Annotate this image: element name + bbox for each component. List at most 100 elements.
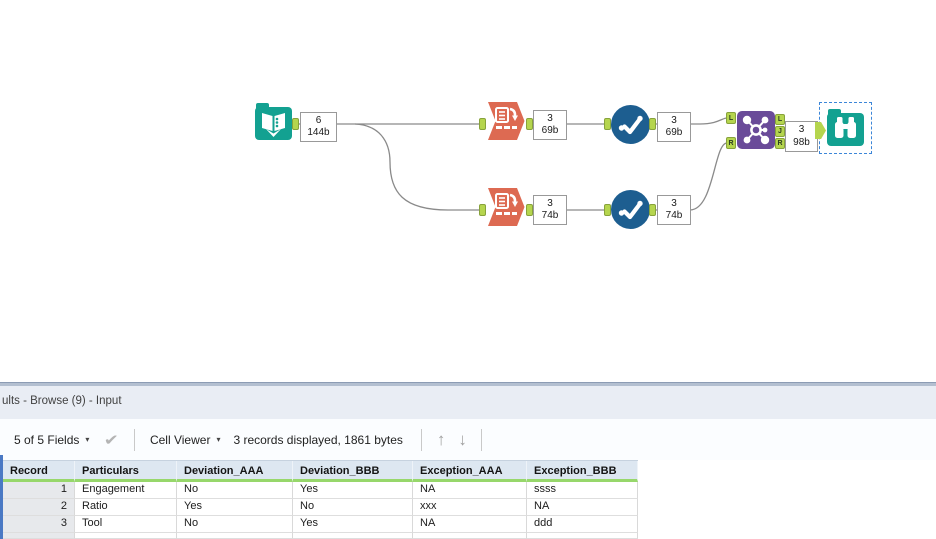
annotation-count: 3	[547, 197, 553, 209]
toolbar-divider	[133, 428, 135, 451]
annotation-bytes: 69b	[541, 125, 559, 136]
table-cell	[413, 533, 527, 539]
select-records-icon	[488, 102, 525, 140]
table-row: 3 Tool No Yes NA ddd	[3, 516, 638, 533]
row-number-cell[interactable]: 1	[3, 482, 75, 499]
table-row: 1 Engagement No Yes NA ssss	[3, 482, 638, 499]
join-output-anchor-L[interactable]: L	[775, 114, 785, 125]
table-cell[interactable]: Yes	[293, 482, 413, 499]
annotation-count: 3	[671, 114, 677, 126]
annotation-count: 3	[798, 124, 805, 135]
browse-tool[interactable]	[827, 109, 864, 146]
annotation-input[interactable]: 6 144b	[300, 112, 337, 142]
workflow-canvas[interactable]: 6 144b 3 69b	[0, 0, 936, 382]
annotation-unique-top[interactable]: 3 69b	[657, 112, 691, 142]
table-cell[interactable]: NA	[413, 482, 527, 499]
table-cell	[293, 533, 413, 539]
row-number-cell[interactable]: 2	[3, 499, 75, 516]
table-cell[interactable]: ssss	[527, 482, 638, 499]
annotation-count: 3	[547, 112, 553, 124]
results-panel-header: ults - Browse (9) - Input	[0, 386, 936, 419]
join-output-anchor-J[interactable]: J	[775, 126, 785, 137]
join-left-anchor-L[interactable]: L	[726, 112, 736, 124]
results-toolbar: 5 of 5 Fields ▾ ✔ Cell Viewer ▾ 3 record…	[0, 419, 936, 460]
table-cell[interactable]: No	[177, 516, 293, 533]
row-number-cell[interactable]: 3	[3, 516, 75, 533]
binoculars-icon	[827, 109, 864, 146]
annotation-count: 3	[671, 197, 677, 209]
table-row: 2 Ratio Yes No xxx NA	[3, 499, 638, 516]
input-data-tool[interactable]	[255, 103, 292, 140]
column-header-exception-aaa[interactable]: Exception_AAA	[413, 461, 527, 482]
table-cell[interactable]: Yes	[177, 499, 293, 516]
table-cell[interactable]: Tool	[75, 516, 177, 533]
toolbar-divider	[420, 428, 422, 451]
connection-unique-top-to-join-L[interactable]	[656, 117, 728, 125]
select-records-tool-top[interactable]	[487, 101, 525, 141]
table-cell	[75, 533, 177, 539]
annotation-bytes: 74b	[541, 210, 559, 221]
select-records-icon	[488, 188, 525, 226]
apply-checkmark-icon[interactable]: ✔	[104, 431, 120, 449]
fields-dropdown[interactable]: 5 of 5 Fields ▾	[14, 433, 89, 447]
unique-tool-bottom[interactable]	[611, 190, 650, 229]
toolbar-divider	[480, 428, 482, 451]
table-cell	[527, 533, 638, 539]
join-network-icon	[737, 111, 775, 149]
checkmark-dots-icon	[611, 190, 650, 229]
join-left-anchor-R[interactable]: R	[726, 137, 736, 149]
column-header-deviation-aaa[interactable]: Deviation_AAA	[177, 461, 293, 482]
column-header-deviation-bbb[interactable]: Deviation_BBB	[293, 461, 413, 482]
input-anchor[interactable]	[604, 204, 611, 216]
annotation-select-top[interactable]: 3 69b	[533, 110, 567, 140]
annotation-unique-bottom[interactable]: 3 74b	[657, 195, 691, 225]
table-header-row: Record Particulars Deviation_AAA Deviati…	[3, 460, 638, 482]
row-number-cell	[3, 533, 75, 539]
output-anchor[interactable]	[292, 118, 299, 130]
table-cell[interactable]: xxx	[413, 499, 527, 516]
join-tool[interactable]	[737, 111, 775, 149]
annotation-bytes: 74b	[665, 210, 683, 221]
connections-layer	[299, 117, 817, 211]
annotation-bytes: 98b	[793, 136, 810, 148]
panel-splitter[interactable]	[0, 382, 936, 386]
select-records-tool-bottom[interactable]	[487, 187, 525, 227]
annotation-bytes: 69b	[665, 127, 683, 138]
cell-viewer-dropdown[interactable]: Cell Viewer ▾	[150, 433, 220, 447]
output-anchor[interactable]	[649, 204, 656, 216]
table-cell[interactable]: No	[177, 482, 293, 499]
input-anchor[interactable]	[479, 118, 486, 130]
unique-tool-top[interactable]	[611, 105, 650, 144]
fields-dropdown-label: 5 of 5 Fields	[14, 432, 80, 447]
column-header-particulars[interactable]: Particulars	[75, 461, 177, 482]
table-cell[interactable]: Ratio	[75, 499, 177, 516]
column-header-exception-bbb[interactable]: Exception_BBB	[527, 461, 638, 482]
column-header-record[interactable]: Record	[3, 461, 75, 482]
annotation-bytes: 144b	[307, 127, 330, 138]
browse-input-anchor[interactable]	[815, 122, 826, 139]
annotation-select-bottom[interactable]: 3 74b	[533, 195, 567, 225]
connection-input-to-select-bottom[interactable]	[354, 123, 480, 211]
chevron-down-icon: ▾	[216, 435, 221, 444]
cell-viewer-label: Cell Viewer	[149, 432, 211, 447]
join-output-anchor-R[interactable]: R	[775, 138, 785, 149]
output-anchor[interactable]	[526, 118, 533, 130]
table-cell[interactable]: ddd	[527, 516, 638, 533]
table-cell[interactable]: Yes	[293, 516, 413, 533]
connection-unique-bottom-to-join-R[interactable]	[656, 142, 728, 211]
results-panel-title: ults - Browse (9) - Input	[2, 395, 122, 407]
output-anchor[interactable]	[526, 204, 533, 216]
annotation-join[interactable]: 3 98b	[785, 121, 818, 152]
annotation-count: 6	[315, 114, 322, 126]
table-cell[interactable]: NA	[413, 516, 527, 533]
output-anchor[interactable]	[649, 118, 656, 130]
input-anchor[interactable]	[479, 204, 486, 216]
up-arrow-button[interactable]: ↑	[436, 430, 446, 449]
input-anchor[interactable]	[604, 118, 611, 130]
table-cell[interactable]: Engagement	[75, 482, 177, 499]
table-cell[interactable]: NA	[527, 499, 638, 516]
table-cell[interactable]: No	[293, 499, 413, 516]
table-cell	[177, 533, 293, 539]
down-arrow-button[interactable]: ↓	[458, 430, 467, 449]
